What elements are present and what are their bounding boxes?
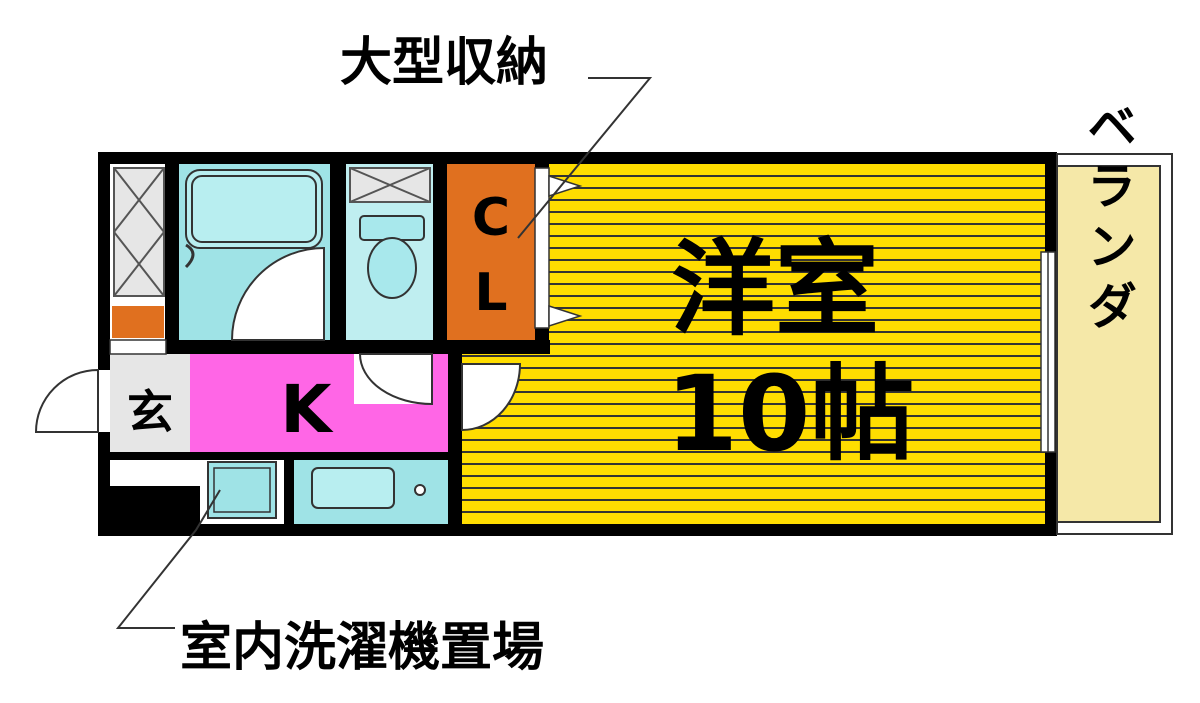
kitchen-label: K: [280, 371, 334, 448]
kitchen: K: [190, 353, 448, 452]
balcony: ベランダ: [1056, 100, 1173, 535]
closet-label-c: C: [472, 188, 510, 248]
western-room-name: 洋室: [671, 228, 879, 350]
closet-label-l: L: [474, 263, 507, 323]
toilet-room: [346, 164, 433, 340]
toilet-door-swing: [358, 353, 433, 406]
laundry-space-label: 室内洗濯機置場: [180, 618, 544, 678]
washing-machine-pan: [207, 461, 277, 519]
kitchen-counter: [294, 460, 448, 524]
western-room: [460, 164, 1045, 524]
toilet-tank: [359, 215, 425, 241]
callout-laundry: 室内洗濯機置場: [115, 489, 544, 678]
room-door-swing: [461, 363, 522, 432]
bath-door-swing: [230, 246, 325, 341]
left-storage: [112, 167, 165, 338]
stove-icon: [414, 484, 426, 496]
window: [1040, 251, 1056, 453]
sink: [311, 467, 395, 509]
balcony-label: ベランダ: [1079, 100, 1137, 340]
laundry-area: [200, 460, 284, 524]
callout-large-storage: 大型収納: [340, 33, 653, 239]
western-room-size: 10帖: [666, 353, 915, 475]
bathtub: [185, 169, 323, 249]
entrance-label: 玄: [127, 385, 173, 439]
bathroom: [179, 164, 330, 341]
toilet-bowl: [367, 237, 417, 299]
large-storage-label: 大型収納: [340, 33, 548, 93]
entrance: 玄: [109, 339, 190, 452]
entrance-door: [34, 368, 110, 433]
